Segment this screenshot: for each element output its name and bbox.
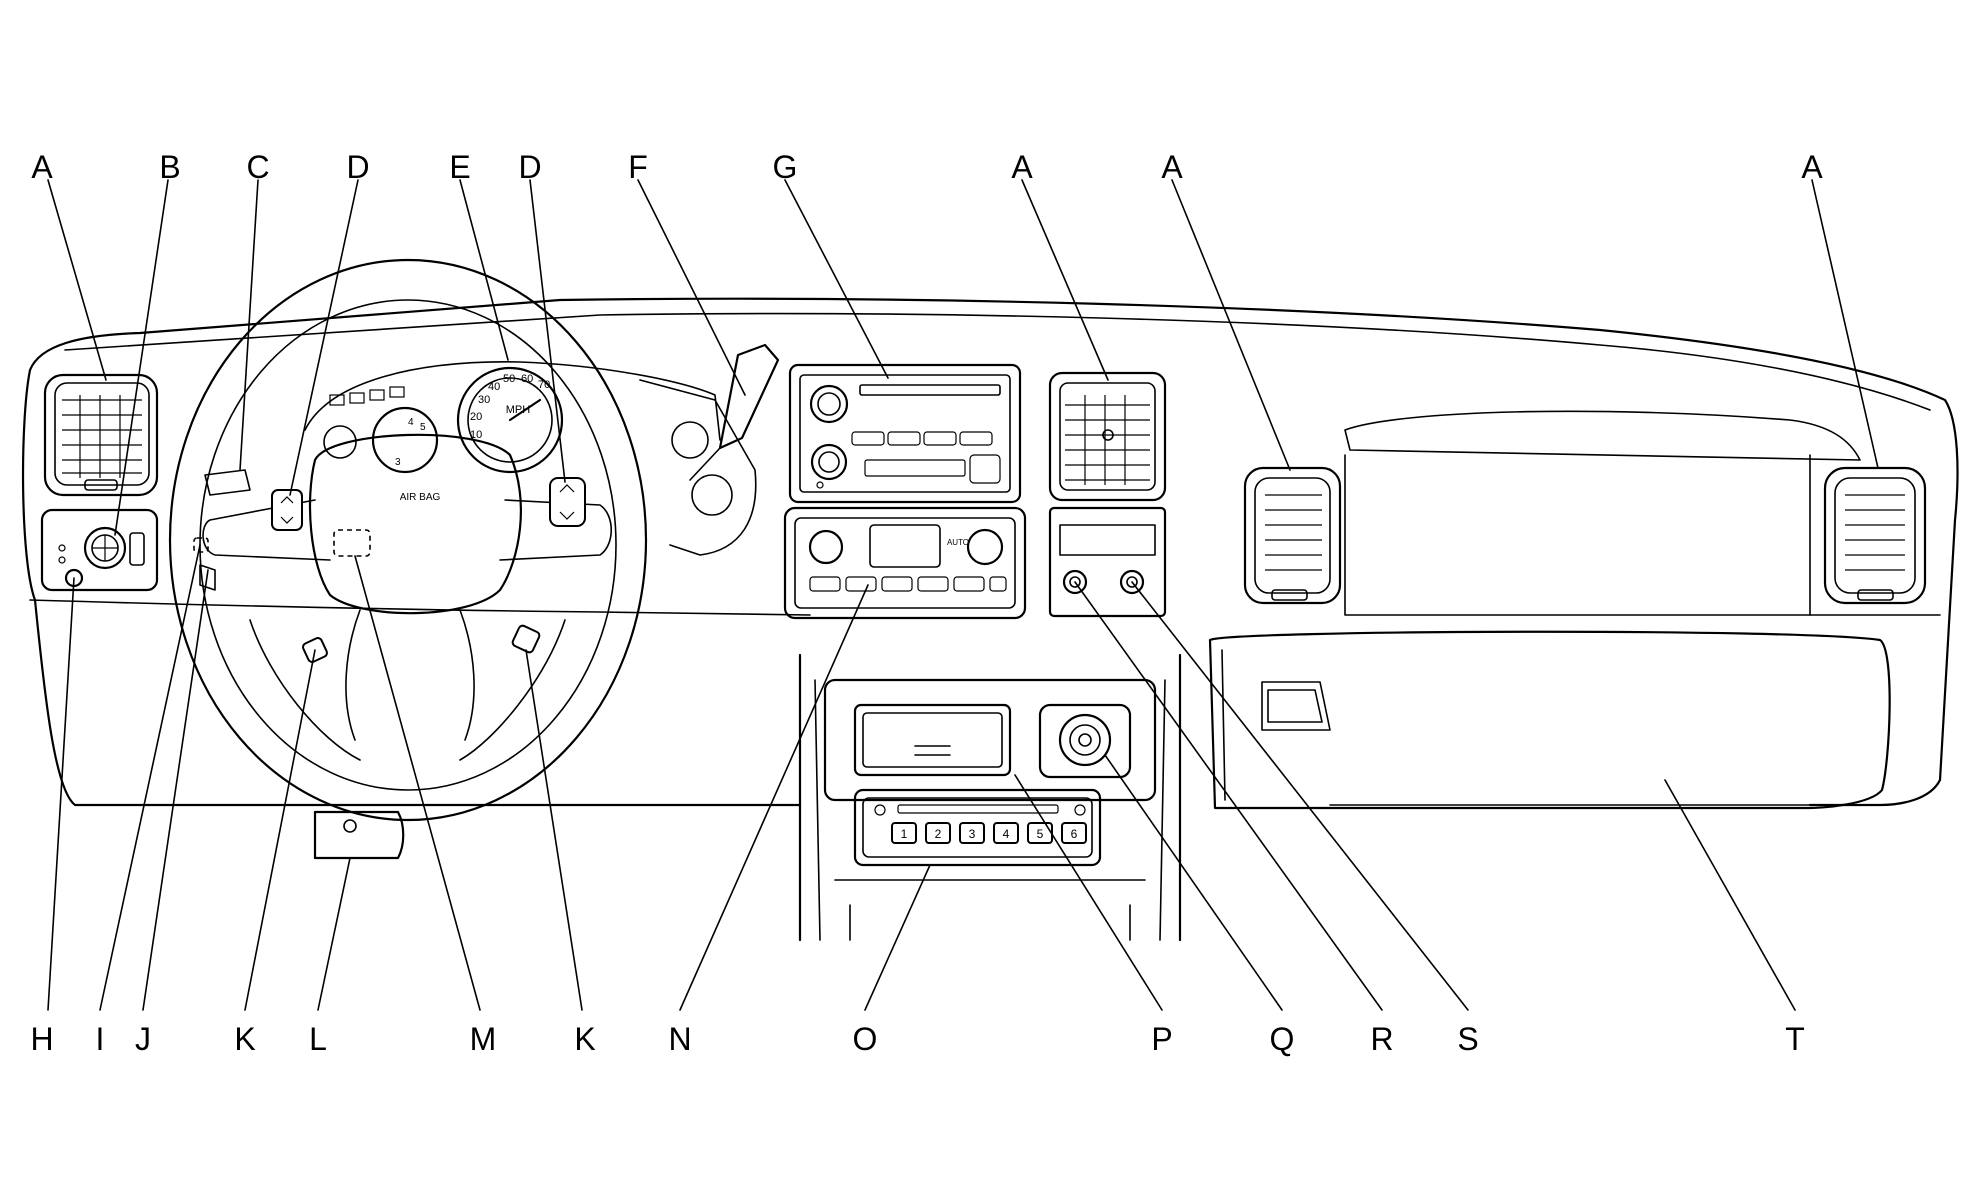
cassette-button-3: 3 — [969, 827, 976, 841]
climate-control-panel: AUTO — [783, 506, 1027, 620]
callout-f: F — [628, 149, 648, 185]
callout-a-4: A — [1801, 149, 1823, 185]
callout-labels-top: A B C D E D F G A A A — [31, 149, 1823, 185]
tach-number-5: 5 — [420, 422, 426, 433]
auxiliary-switch-panel — [1048, 506, 1167, 618]
shift-lever — [689, 343, 780, 481]
callout-a-1: A — [31, 149, 53, 185]
right-center-air-vent — [1243, 466, 1342, 605]
callout-r: R — [1370, 1021, 1393, 1057]
instrument-cluster: MPH 10 20 30 40 50 60 70 3 4 5 — [304, 361, 757, 556]
callout-c: C — [246, 149, 269, 185]
cassette-button-1: 1 — [901, 827, 908, 841]
tach-number-3: 3 — [395, 457, 401, 468]
callout-g: G — [773, 149, 798, 185]
callout-d-1: D — [346, 149, 369, 185]
callout-q: Q — [1270, 1021, 1295, 1057]
callout-k-1: K — [234, 1021, 255, 1057]
right-air-vent — [1823, 466, 1927, 605]
callout-i: I — [96, 1021, 105, 1057]
callout-b: B — [159, 149, 180, 185]
callout-l: L — [309, 1021, 327, 1057]
callout-t: T — [1785, 1021, 1805, 1057]
audio-system — [788, 363, 1022, 504]
dashboard-outline — [21, 297, 1959, 810]
speedo-number-60: 60 — [521, 373, 533, 385]
tach-number-4: 4 — [408, 417, 414, 428]
callout-k-2: K — [574, 1021, 595, 1057]
leader-lines — [47, 179, 1879, 1011]
airbag-label: AIR BAG — [400, 492, 441, 503]
speedo-number-70: 70 — [538, 379, 550, 391]
callout-a-2: A — [1011, 149, 1033, 185]
callout-a-3: A — [1161, 149, 1183, 185]
speedo-number-40: 40 — [488, 381, 500, 393]
callout-j: J — [135, 1021, 151, 1057]
speedo-number-20: 20 — [470, 411, 482, 423]
callout-d-2: D — [518, 149, 541, 185]
center-air-vent — [1048, 371, 1167, 502]
speedo-number-50: 50 — [503, 373, 515, 385]
callout-n: N — [668, 1021, 691, 1057]
cassette-button-2: 2 — [935, 827, 942, 841]
headlamp-switch-panel — [40, 508, 159, 592]
left-air-vent — [43, 373, 159, 497]
callout-e: E — [449, 149, 470, 185]
callout-s: S — [1457, 1021, 1478, 1057]
callout-labels-bottom: H I J K L M K N O P Q R S T — [30, 1021, 1804, 1057]
speedo-unit-label: MPH — [506, 404, 531, 416]
callout-p: P — [1151, 1021, 1172, 1057]
center-console: 1 2 3 4 5 6 — [798, 653, 1182, 942]
cassette-button-6: 6 — [1071, 827, 1078, 841]
speedo-number-30: 30 — [478, 394, 490, 406]
cassette-button-4: 4 — [1003, 827, 1010, 841]
climate-auto-label: AUTO — [947, 538, 969, 547]
speedo-number-10: 10 — [470, 429, 482, 441]
cassette-button-5: 5 — [1037, 827, 1044, 841]
callout-h: H — [30, 1021, 53, 1057]
callout-m: M — [470, 1021, 497, 1057]
steering-wheel: AIR BAG — [168, 258, 648, 822]
callout-o: O — [853, 1021, 878, 1057]
parking-brake-release — [313, 810, 405, 860]
